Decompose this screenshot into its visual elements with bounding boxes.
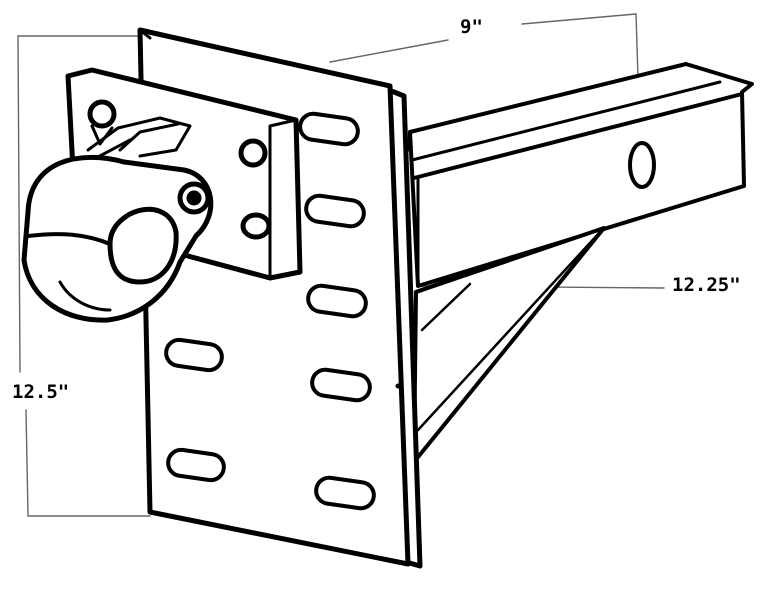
dimension-height-label: 12.5" xyxy=(12,381,70,403)
mounting-slots xyxy=(164,111,376,511)
slot-right-3 xyxy=(306,283,368,319)
latch-lever xyxy=(86,116,192,160)
block-bolt-upper xyxy=(238,138,268,168)
receiver-tube xyxy=(408,62,754,288)
slot-right-5 xyxy=(314,475,376,511)
slot-right-2 xyxy=(304,193,366,229)
dimension-width-label: 9" xyxy=(460,16,483,38)
speck xyxy=(395,383,401,389)
dim-width-line-left xyxy=(329,39,449,63)
dim-width-line-right xyxy=(521,13,637,25)
dim-height-line-upper xyxy=(17,35,21,373)
hook-throat xyxy=(107,206,179,285)
pin-hole xyxy=(628,141,656,189)
pintle-hook xyxy=(21,154,214,323)
slot-left-2 xyxy=(166,447,226,483)
dimension-length-label: 12.25" xyxy=(672,274,741,296)
block-bolt-lower xyxy=(240,212,272,240)
slot-right-4 xyxy=(310,367,372,403)
block-bolt-top-left xyxy=(87,99,117,129)
dim-height-line-lower xyxy=(25,409,29,517)
slot-right-1 xyxy=(298,111,360,147)
slot-left-1 xyxy=(164,337,224,373)
